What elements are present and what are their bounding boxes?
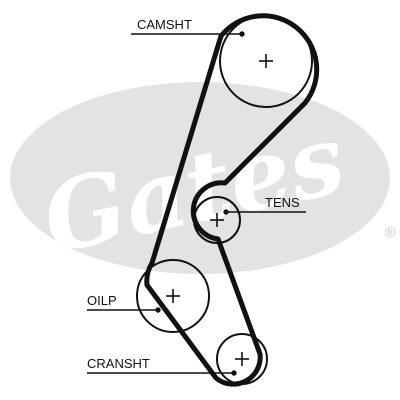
camshaft-label: CAMSHT	[137, 17, 192, 32]
oil-pump-pulley	[136, 259, 210, 333]
tensioner-pulley	[193, 196, 241, 244]
plus-icon	[259, 54, 273, 68]
gates-watermark: Gates ®	[10, 82, 397, 276]
camshaft-leader-dot	[239, 31, 245, 37]
oil-pump-leader-dot	[155, 307, 161, 313]
watermark-registered-mark: ®	[383, 225, 397, 241]
crankshaft-label: CRANSHT	[87, 356, 150, 371]
tensioner-pulley-circle	[193, 196, 241, 244]
crankshaft-leader-dot	[231, 370, 237, 376]
plus-icon	[166, 289, 180, 303]
plus-icon	[235, 352, 249, 366]
tensioner-leader-dot	[223, 209, 229, 215]
timing-belt	[144, 13, 320, 387]
plus-icon	[210, 213, 224, 227]
camshaft-pulley-circle	[219, 14, 313, 108]
oil-pump-label: OILP	[87, 293, 117, 308]
oil-pump-pulley-circle	[136, 259, 210, 333]
crankshaft-pulley-circle	[216, 333, 268, 385]
crankshaft-pulley	[216, 333, 268, 385]
tensioner-label: TENS	[265, 195, 300, 210]
leader-lines	[87, 31, 306, 376]
watermark-ellipse	[10, 82, 390, 274]
belt-path	[144, 13, 320, 387]
camshaft-pulley	[219, 14, 313, 108]
